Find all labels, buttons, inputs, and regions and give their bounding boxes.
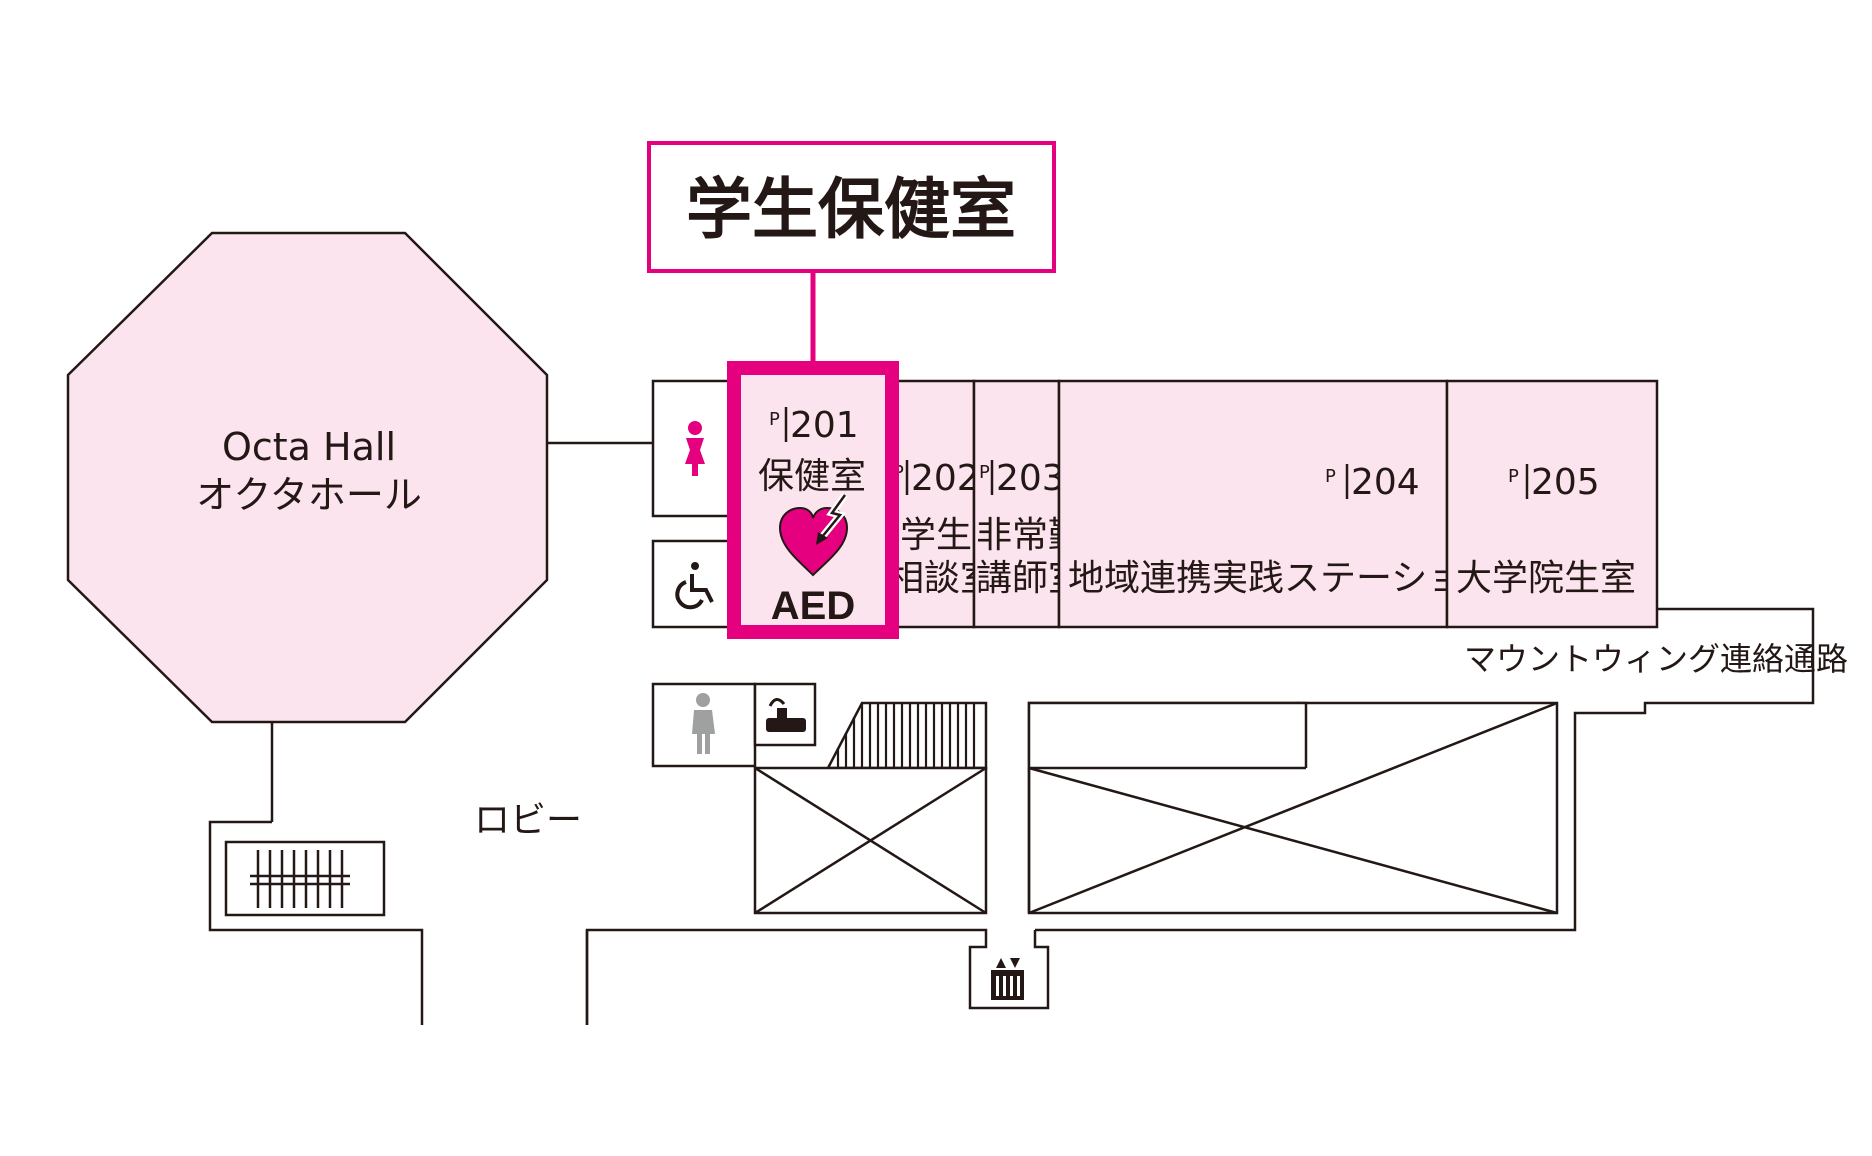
room-201-prefix: P [769,409,780,430]
corridor-label: マウントウィング連絡通路 [1464,640,1848,678]
room-205-number: 205 [1531,462,1600,503]
mount-wing-corridor: マウントウィング連絡通路 [1035,607,1848,932]
octa-hall-name-en: Octa Hall [222,425,396,469]
aed-label: AED [771,584,855,628]
accessible-restroom-icon [675,562,714,610]
room-201-number: 201 [790,405,859,446]
stairs-center [825,701,988,770]
callout-box: 学生保健室 [647,141,1056,273]
room-202-name-line1: 学生 [900,515,972,556]
room-204-prefix: P [1325,466,1336,487]
room-203-number: 203 [996,458,1065,499]
room-204-name: 地域連携実践ステーション [1068,558,1499,599]
aed-heart-icon [778,492,849,577]
drinking-fountain-icon [766,698,806,732]
female-restroom-icon [685,421,705,476]
octa-hall[interactable]: Octa Hall オクタホール [66,231,549,724]
room-205[interactable]: P 205 大学院生室 [1445,379,1659,629]
room-204[interactable]: P 204 地域連携実践ステーション [1057,379,1499,629]
room-201-name: 保健室 [758,456,866,497]
stairwell-left [208,722,589,1025]
atrium-void-right [1027,701,1559,915]
room-205-name: 大学院生室 [1456,558,1636,599]
lower-walls [585,928,1050,1025]
atrium-void-left [753,766,988,915]
lobby-label: ロビー [474,800,582,841]
room-203-prefix: P [979,462,990,483]
restroom-icon [692,693,715,754]
room-202-number: 202 [911,458,980,499]
room-204-number: 204 [1351,462,1420,503]
stairs-icon [250,850,350,908]
room-201[interactable]: P 201 保健室 AED [727,361,899,639]
callout-title: 学生保健室 [686,171,1016,248]
room-205-prefix: P [1508,466,1519,487]
elevator-icon [991,958,1024,1000]
octa-hall-name-ja: オクタホール [196,473,422,517]
